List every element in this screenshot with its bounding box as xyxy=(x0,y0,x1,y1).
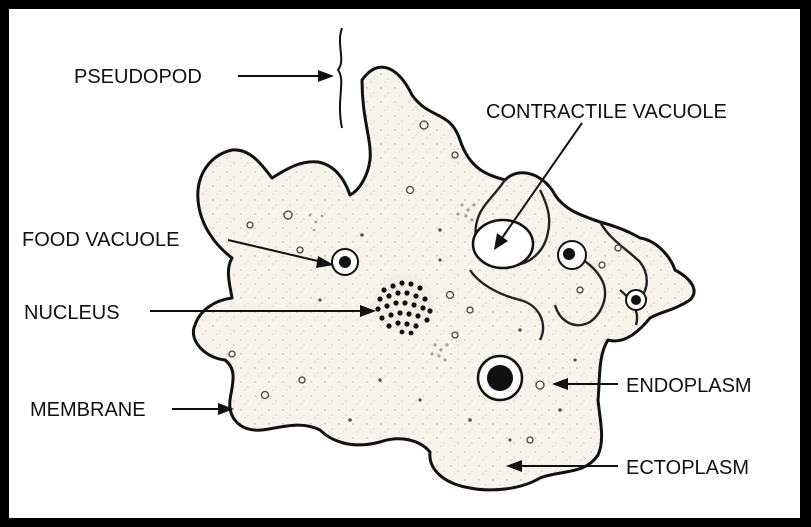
label-endoplasm: ENDOPLASM xyxy=(626,375,752,397)
label-contractile-vacuole: CONTRACTILE VACUOLE xyxy=(486,101,727,123)
label-membrane: MEMBRANE xyxy=(30,399,146,421)
label-ectoplasm: ECTOPLASM xyxy=(626,457,749,479)
label-nucleus: NUCLEUS xyxy=(24,302,120,324)
pseudopod-bracket xyxy=(338,28,342,128)
amoeba-membrane-outline xyxy=(193,67,694,490)
label-food-vacuole: FOOD VACUOLE xyxy=(22,229,179,251)
label-pseudopod: PSEUDOPOD xyxy=(74,66,202,88)
